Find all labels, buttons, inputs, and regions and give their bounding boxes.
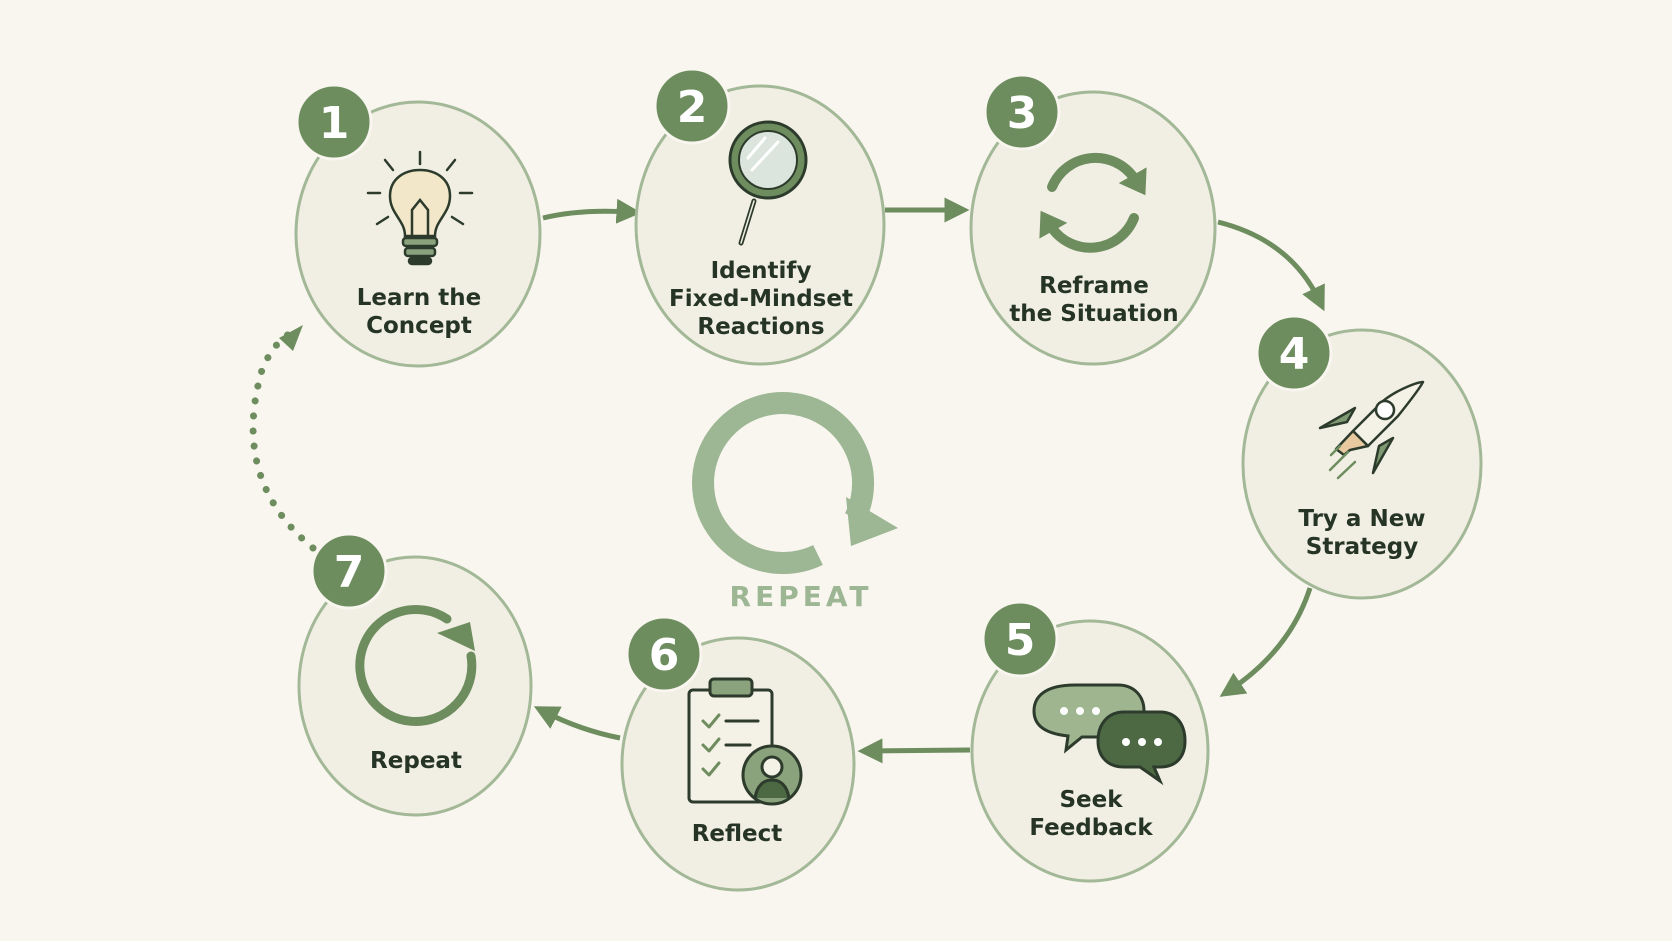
center-repeat: REPEAT	[692, 392, 898, 613]
step-3-circle	[969, 90, 1217, 366]
chat-bubbles-icon	[1032, 683, 1187, 786]
step-7-circle	[297, 555, 533, 817]
lightbulb-icon	[366, 150, 474, 266]
rocket-icon	[1318, 380, 1425, 480]
circular-arrow-head	[846, 497, 898, 546]
connector-3-4	[1217, 219, 1325, 312]
step-4-label: Try a New Strategy	[1298, 506, 1426, 560]
connector-6-7	[533, 706, 621, 741]
step-2-number: 2	[677, 82, 708, 133]
step-1-number: 1	[319, 98, 350, 149]
refresh-icon	[1039, 152, 1147, 253]
connector-7-1-arrowhead	[279, 325, 303, 351]
step-1-label: Learn the Concept	[356, 285, 482, 339]
step-7-number: 7	[334, 547, 365, 598]
step-2-circle	[634, 84, 886, 366]
step-3-label: Reframe the Situation	[1009, 273, 1179, 327]
step-5-circle	[970, 619, 1210, 883]
step-4-number: 4	[1279, 329, 1310, 380]
connector-7-1-dotted	[249, 330, 317, 552]
repeat-icon	[355, 605, 477, 727]
clipboard-checklist-icon	[687, 677, 803, 806]
step-5-label: Seek Feedback	[1029, 787, 1153, 841]
step-4-circle	[1241, 328, 1483, 600]
connector-5-6	[857, 738, 971, 764]
step-4-badge: 4	[1255, 314, 1333, 392]
step-6-number: 6	[649, 630, 680, 681]
connector-4-5	[1219, 587, 1313, 697]
circular-arrow-icon	[692, 392, 875, 575]
step-3-number: 3	[1007, 88, 1038, 139]
step-6-label: Reflect	[691, 821, 783, 847]
step-2-badge: 2	[653, 67, 731, 145]
step-7-badge: 7	[310, 532, 388, 610]
step-3-badge: 3	[983, 73, 1061, 151]
step-5-badge: 5	[981, 600, 1059, 678]
magnifying-glass-icon	[728, 120, 808, 246]
center-label: REPEAT	[730, 580, 873, 613]
connector-1-2	[542, 198, 642, 224]
step-5-number: 5	[1005, 615, 1036, 666]
step-1-badge: 1	[295, 83, 373, 161]
step-6-badge: 6	[625, 615, 703, 693]
step-2-label: Identify Fixed-Mindset Reactions	[669, 258, 853, 340]
step-7-label: Repeat	[370, 748, 462, 774]
